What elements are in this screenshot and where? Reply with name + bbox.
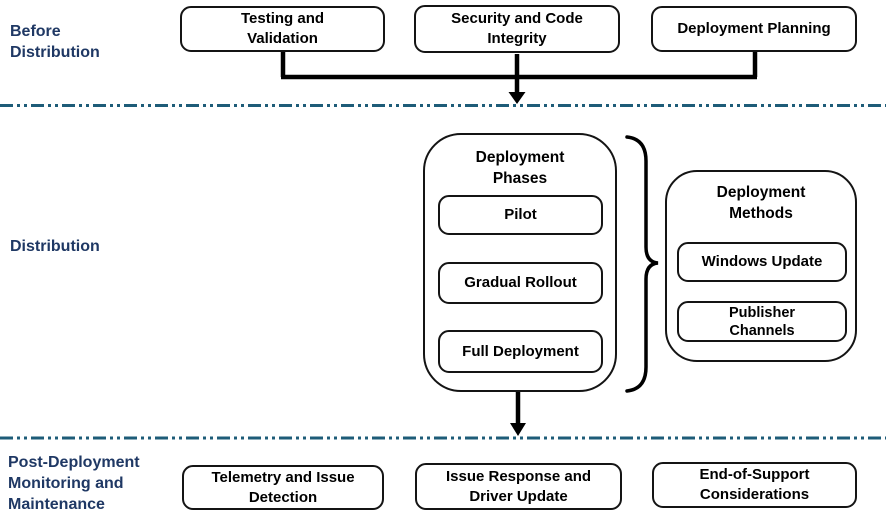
node-end-of-support-considerations: End-of-Support Considerations xyxy=(652,462,857,508)
curly-brace xyxy=(625,135,659,393)
node-deployment-planning: Deployment Planning xyxy=(651,6,857,52)
node-security-and-code-integrity: Security and Code Integrity xyxy=(414,5,620,53)
node-testing-and-validation: Testing and Validation xyxy=(180,6,385,52)
node-telemetry-and-issue-detection: Telemetry and Issue Detection xyxy=(182,465,384,510)
section-label-before-distribution: Before Distribution xyxy=(10,23,100,61)
group-title-deployment-phases: Deployment Phases xyxy=(475,149,565,187)
node-publisher-channels: Publisher Channels xyxy=(677,301,847,342)
section-label-post-deployment: Post-Deployment Monitoring and Maintenan… xyxy=(8,454,140,513)
node-gradual-rollout: Gradual Rollout xyxy=(438,262,603,304)
node-full-deployment: Full Deployment xyxy=(438,330,603,373)
arrowhead-into-post xyxy=(510,423,526,436)
group-title-deployment-methods: Deployment Methods xyxy=(716,184,806,222)
section-label-distribution: Distribution xyxy=(10,238,100,255)
node-pilot: Pilot xyxy=(438,195,603,235)
node-issue-response-and-driver-update: Issue Response and Driver Update xyxy=(415,463,622,510)
node-windows-update: Windows Update xyxy=(677,242,847,282)
arrowhead-into-distribution xyxy=(508,92,526,104)
